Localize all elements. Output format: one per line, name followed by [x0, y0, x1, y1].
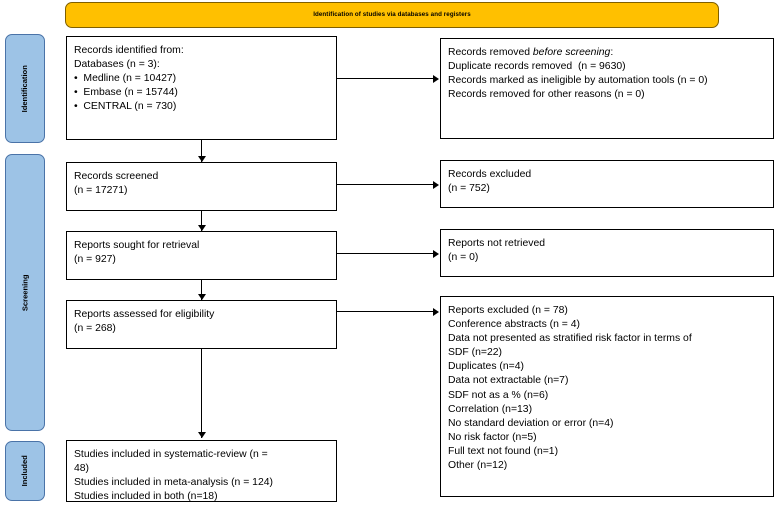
connector-assessed-to-excluded: [337, 311, 434, 313]
arrowhead-identified-to-screened: [197, 156, 206, 162]
records-removed-line1-suffix: :: [610, 47, 614, 58]
box-studies-included-text: Studies included in systematic-review (n…: [74, 449, 273, 503]
box-records-identified-text: Records identified from: Databases (n = …: [74, 45, 184, 113]
arrowhead-assessed-to-excluded: [433, 307, 439, 316]
box-records-screened-text: Records screened (n = 17271): [74, 171, 159, 197]
box-studies-included: Studies included in systematic-review (n…: [66, 440, 337, 502]
box-reports-assessed: Reports assessed for eligibility (n = 26…: [66, 300, 337, 349]
box-reports-not-retrieved: Reports not retrieved (n = 0): [440, 229, 774, 277]
connector-sought-to-not-retrieved: [337, 253, 434, 255]
stage-rail-screening: Screening: [5, 154, 45, 431]
stage-rail-identification: Identification: [5, 34, 45, 143]
box-reports-sought-text: Reports sought for retrieval (n = 927): [74, 240, 200, 266]
connector-identified-to-removed: [337, 78, 434, 80]
box-records-excluded: Records excluded (n = 752): [440, 160, 774, 208]
box-records-excluded-text: Records excluded (n = 752): [448, 169, 532, 195]
arrowhead-identified-to-removed: [433, 74, 439, 83]
stage-rail-included: Included: [5, 441, 45, 501]
box-records-screened: Records screened (n = 17271): [66, 162, 337, 211]
box-reports-assessed-text: Reports assessed for eligibility (n = 26…: [74, 309, 215, 335]
stage-rail-screening-label: Screening: [20, 274, 30, 311]
box-records-identified: Records identified from: Databases (n = …: [66, 36, 337, 140]
connector-identified-to-screened: [201, 140, 203, 162]
arrowhead-sought-to-not-retrieved: [433, 249, 439, 258]
box-reports-excluded: Reports excluded (n = 78) Conference abs…: [440, 296, 774, 497]
box-records-removed: Records removed before screening: Duplic…: [440, 38, 774, 139]
box-reports-excluded-text: Reports excluded (n = 78) Conference abs…: [448, 305, 692, 472]
records-removed-line1-italic: before screening: [532, 47, 611, 58]
stage-rail-included-label: Included: [20, 455, 30, 487]
records-removed-rest: Duplicate records removed (n = 9630) Rec…: [448, 61, 708, 101]
phase-banner-identification: Identification of studies via databases …: [65, 2, 719, 28]
connector-assessed-to-included: [201, 349, 203, 438]
connector-sought-to-assessed: [201, 280, 203, 300]
connector-screened-to-sought: [201, 211, 203, 231]
stage-rail-identification-label: Identification: [20, 64, 30, 113]
phase-banner-label: Identification of studies via databases …: [313, 10, 471, 18]
box-records-removed-text: Records removed before screening: Duplic…: [448, 46, 767, 102]
arrowhead-assessed-to-included: [197, 432, 206, 438]
records-removed-line1-prefix: Records removed: [448, 47, 533, 58]
connector-screened-to-excluded: [337, 184, 434, 186]
arrowhead-screened-to-sought: [197, 225, 206, 231]
box-reports-not-retrieved-text: Reports not retrieved (n = 0): [448, 238, 546, 264]
arrowhead-sought-to-assessed: [197, 294, 206, 300]
box-reports-sought: Reports sought for retrieval (n = 927): [66, 231, 337, 280]
arrowhead-screened-to-excluded: [433, 180, 439, 189]
